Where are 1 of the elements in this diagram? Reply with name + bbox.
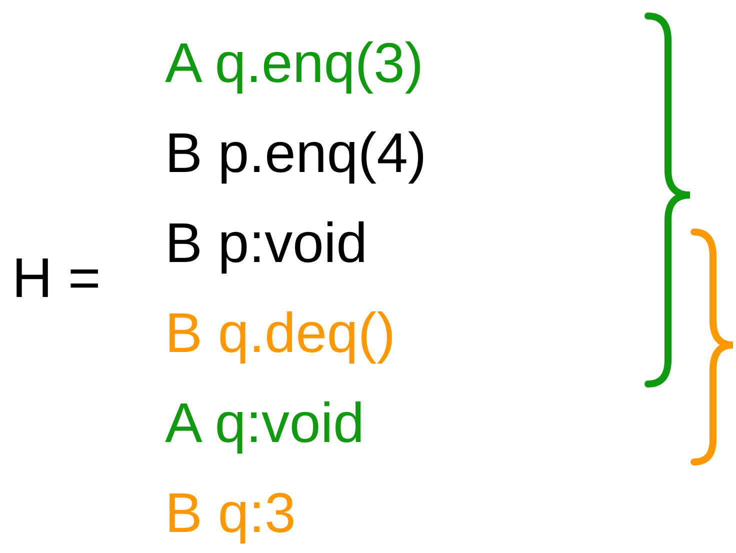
equation-label: H = (12, 250, 101, 306)
